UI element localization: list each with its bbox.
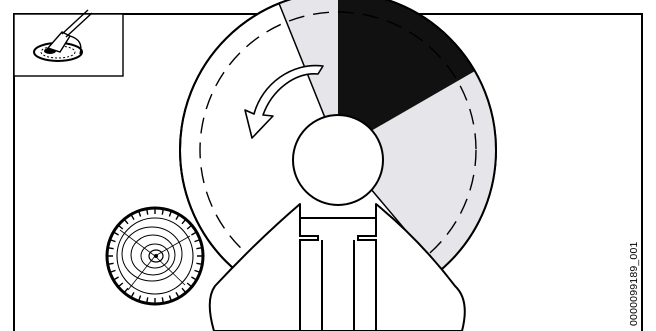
kickback-zone (338, 0, 475, 150)
gearbox-housing (299, 214, 377, 331)
rotation-arrow-icon (244, 64, 324, 139)
brushcutter-thumbnail-icon (13, 9, 124, 77)
caution-zone-right (338, 71, 497, 271)
figure-reference-code: 0000099189_001 (628, 241, 640, 326)
dashed-cutting-circle (199, 11, 477, 289)
deflector-guard (208, 203, 466, 331)
blade-hub (292, 114, 384, 206)
tree-cross-section-icon (105, 206, 205, 306)
bark-teeth (107, 208, 203, 304)
drive-shaft (321, 240, 355, 331)
